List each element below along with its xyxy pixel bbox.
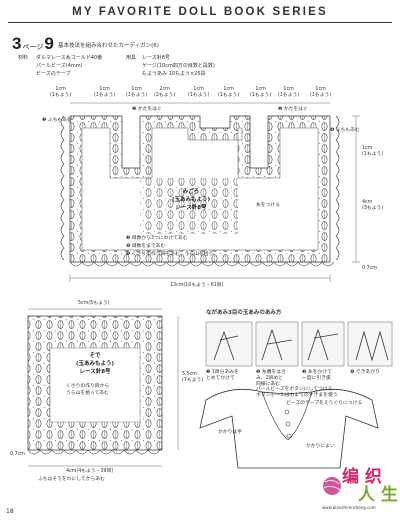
dim-label: 0.7cm bbox=[362, 266, 377, 271]
dim-label: 4cm bbox=[362, 200, 373, 205]
howto-illustrations bbox=[205, 321, 393, 367]
body-width-label: 13cm(10もよう・61目) bbox=[170, 283, 224, 288]
dim-label: 1cm(1もよう) bbox=[250, 87, 272, 98]
sleeve-height-label: 5.5cm bbox=[182, 372, 197, 377]
tools-list: レース針8号 ゲージ(10cm四方の目数と段数) もようあみ 10もよう×25段 bbox=[142, 54, 215, 78]
howto-step-1: ❶ 1目分あみをとめてかけて bbox=[206, 370, 239, 381]
pattern-number-b: 9 bbox=[44, 34, 54, 53]
page-word: ページ bbox=[22, 44, 44, 51]
dim-label: (3もよう) bbox=[362, 206, 384, 211]
material-item: ダルマレース糸ゴールド40番 bbox=[36, 55, 103, 61]
body-note: ❷ かたをはぐ bbox=[278, 107, 308, 112]
tool-item: ゲージ(10cm四方の目数と段数) bbox=[142, 63, 215, 69]
howto-step-4: ❹ できあがり bbox=[350, 370, 380, 375]
dim-label: 1cm(1もよう) bbox=[50, 87, 72, 98]
materials-list: ダルマレース糸ゴールド40番 パールビーズ(4mm) ビーズのテープ bbox=[36, 54, 102, 78]
dim-label: 1cm(1もよう) bbox=[218, 87, 240, 98]
body-chart bbox=[60, 102, 360, 282]
watermark-line-1: 编 织 bbox=[342, 467, 382, 487]
dim-label: 2cm(2もよう) bbox=[154, 87, 176, 98]
howto-title: ながあみ3目の玉あみのあみ方 bbox=[206, 310, 282, 316]
sleeve-bottom-label: 4cm(4もよう・39目) bbox=[66, 469, 114, 474]
dim-label: 1cm(1もよう) bbox=[310, 87, 332, 98]
dim-label: 1cm(1もよう) bbox=[94, 87, 116, 98]
page-header: MY FAVORITE DOLL BOOK SERIES bbox=[0, 0, 400, 26]
body-step: ❸ 目数から3つにわけてあむ bbox=[126, 236, 188, 241]
dim-label: 1cm bbox=[362, 146, 373, 151]
cardigan-illustration bbox=[199, 388, 379, 469]
materials-label: 材料 bbox=[18, 55, 29, 61]
howto-step-3: ❸ 糸をかけて一度に引き抜 bbox=[302, 370, 332, 381]
material-item: ビーズのテープ bbox=[36, 71, 71, 77]
pattern-number: 3ページ9 bbox=[12, 34, 54, 54]
bead-note: ビーズのテープをえりぐりにつける bbox=[286, 401, 363, 406]
sleeve-bottom-note: ふちはそでをわにしてからあむ bbox=[38, 477, 105, 482]
header-rule bbox=[8, 22, 392, 23]
body-note: ❷ かたをはぐ bbox=[132, 107, 162, 112]
body-step: ❺ くさりの作り目をあむ、うら山を拾う bbox=[126, 252, 214, 257]
material-item: パールビーズ(4mm) bbox=[36, 63, 83, 69]
dim-label: 1cm(1もよう) bbox=[278, 87, 300, 98]
watermark-line-2: 人 生 bbox=[358, 485, 398, 505]
sleeve-center-label: そで(玉あみもよう)レース針8号 bbox=[75, 353, 115, 375]
sleeve-width-label: 5cm(5もよう) bbox=[78, 301, 110, 306]
watermark-yarn-icon bbox=[323, 477, 341, 495]
body-center-label: みごろ(玉あみもよう)レース針8号 bbox=[171, 189, 211, 211]
cardigan-label: かかりは手 bbox=[218, 430, 242, 435]
tool-item: レース針8号 bbox=[142, 55, 170, 61]
dim-label: (1もよう) bbox=[362, 152, 384, 157]
body-note: 糸をつける bbox=[256, 203, 280, 208]
watermark-url: www.bianzhirensheng.com bbox=[322, 505, 376, 510]
bead-note: ボタンホールはもようのすきまを使う bbox=[256, 393, 338, 398]
cardigan-label: かかりによい bbox=[306, 444, 335, 449]
sleeve-chart bbox=[27, 308, 179, 467]
series-title: MY FAVORITE DOLL BOOK SERIES bbox=[72, 6, 328, 18]
sleeve-note: うら山を拾ってあむ bbox=[66, 391, 109, 396]
dim-label: 1cm(1もよう) bbox=[126, 87, 148, 98]
body-note: ❶ ふちもあむ bbox=[42, 118, 72, 123]
pattern-number-a: 3 bbox=[12, 34, 22, 53]
body-step: ❹ 目数をまであむ bbox=[126, 244, 166, 249]
tool-item: もようあみ 10もよう×25段 bbox=[142, 71, 206, 77]
bead-note: パールビーズをボタンにしてつける。 bbox=[256, 387, 338, 392]
sleeve-height-sub: (7もよう) bbox=[182, 378, 204, 383]
tools-label: 用具 bbox=[126, 55, 137, 61]
howto-step-2: ❷ 糸端をはさみ、2目めと同様にあむ bbox=[256, 370, 286, 387]
dim-label: 0.7cm bbox=[10, 452, 25, 457]
sleeve-note: くさりの作り目から bbox=[66, 384, 110, 389]
pattern-title: 基本技法を組み合わせたカーディガン(6) bbox=[58, 43, 159, 49]
page-number: 18 bbox=[6, 508, 14, 515]
dim-label: 1cm(1もよう) bbox=[188, 87, 210, 98]
body-note: ❹ ふちもあむ bbox=[330, 128, 360, 133]
